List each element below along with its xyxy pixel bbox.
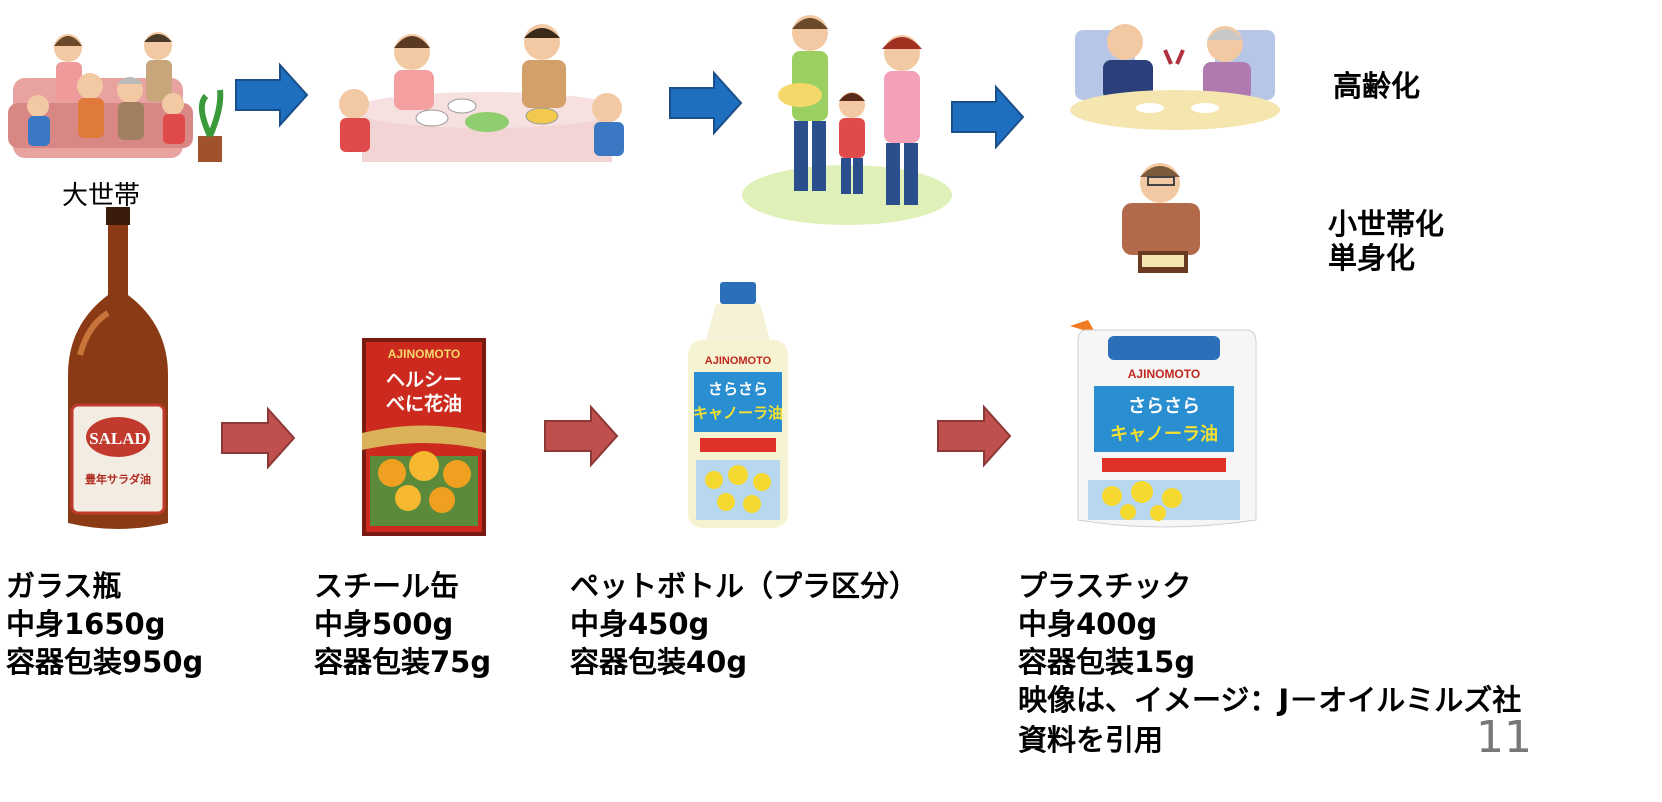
bottle-label-text: 豊年サラダ油 (85, 472, 151, 486)
steel-can-content: 中身500g (314, 607, 454, 641)
page-number: 11 (1476, 712, 1532, 763)
steel-can-packaging: 容器包装75g (314, 645, 492, 679)
red-arrow-right-2 (543, 404, 619, 468)
single-person-illustration (1108, 155, 1213, 283)
family-dining-illustration (312, 22, 647, 167)
nuclear-family-illustration (740, 5, 955, 227)
steel-can-image: AJINOMOTO ヘルシー べに花油 (362, 338, 486, 536)
can-brand-text: AJINOMOTO (388, 347, 460, 361)
pouch-name-line1: さらさら (1128, 396, 1200, 417)
blue-arrow-right-2 (668, 70, 743, 136)
blue-arrow-right-1 (234, 62, 309, 128)
elderly-couple-illustration (1065, 10, 1285, 130)
pet-bottle-packaging: 容器包装40g (570, 645, 748, 679)
pet-name-line2: キャノーラ油 (693, 404, 783, 422)
pet-brand-text: AJINOMOTO (705, 355, 772, 367)
bottle-brand-text: SALAD (89, 429, 147, 448)
small-household-label-line1: 小世帯化 (1328, 207, 1445, 241)
glass-bottle-content: 中身1650g (6, 607, 166, 641)
glass-bottle-packaging: 容器包装950g (6, 645, 204, 679)
blue-arrow-right-3 (950, 84, 1025, 150)
red-arrow-right-3 (936, 404, 1012, 468)
large-household-label: 大世帯 (62, 181, 141, 211)
glass-bottle-image: SALAD 豊年サラダ油 (58, 205, 178, 535)
pet-bottle-image: AJINOMOTO さらさら キャノーラ油 (678, 280, 798, 535)
large-family-illustration (8, 18, 233, 168)
pet-bottle-type: ペットボトル（プラ区分） (570, 569, 919, 603)
can-name-line1: ヘルシー (386, 369, 462, 391)
pet-bottle-content: 中身450g (570, 607, 710, 641)
plastic-pouch-image: AJINOMOTO さらさら キャノーラ油 (1068, 320, 1260, 535)
pet-name-line1: さらさら (708, 380, 768, 398)
plastic-pouch-packaging: 容器包装15g (1018, 645, 1196, 679)
can-name-line2: べに花油 (386, 392, 462, 415)
red-arrow-right-1 (220, 406, 296, 470)
glass-bottle-type: ガラス瓶 (6, 569, 122, 603)
pouch-brand-text: AJINOMOTO (1128, 367, 1200, 381)
plastic-pouch-type: プラスチック (1018, 569, 1192, 603)
aging-label: 高齢化 (1333, 69, 1421, 103)
pouch-name-line2: キャノーラ油 (1110, 423, 1218, 445)
small-household-label-line2: 単身化 (1328, 241, 1416, 275)
citation-line1: 映像は、イメージ：J－オイルミルズ社 (1018, 683, 1522, 717)
steel-can-type: スチール缶 (314, 569, 460, 603)
citation-line2: 資料を引用 (1018, 723, 1164, 757)
plastic-pouch-content: 中身400g (1018, 607, 1158, 641)
